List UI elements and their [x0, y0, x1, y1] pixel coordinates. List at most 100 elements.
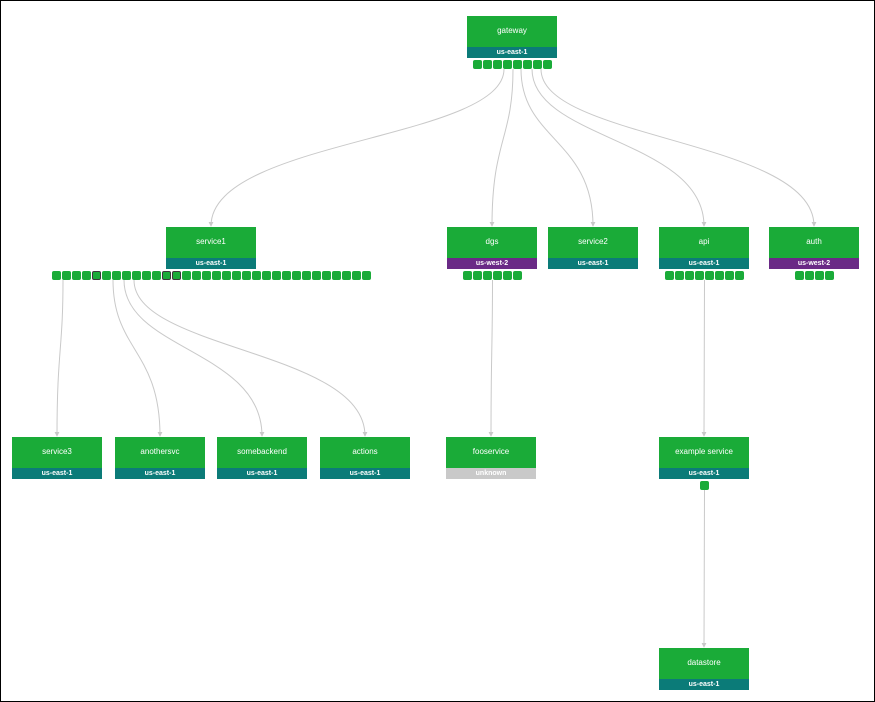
instance-square[interactable] [665, 271, 674, 280]
instance-square[interactable] [685, 271, 694, 280]
instance-square[interactable] [152, 271, 161, 280]
instance-square[interactable] [332, 271, 341, 280]
instance-row-gateway [473, 60, 552, 69]
region-badge: us-east-1 [12, 468, 102, 479]
instance-square[interactable] [795, 271, 804, 280]
edge-service1-to-anothersvc [112, 279, 163, 437]
instance-square[interactable] [352, 271, 361, 280]
instance-square[interactable] [242, 271, 251, 280]
instance-square[interactable] [82, 271, 91, 280]
instance-square[interactable] [483, 60, 492, 69]
instance-square[interactable] [493, 271, 502, 280]
region-badge: us-east-1 [659, 258, 749, 269]
instance-row-service1 [52, 271, 371, 280]
instance-square[interactable] [212, 271, 221, 280]
instance-square[interactable] [700, 481, 709, 490]
instance-square[interactable] [675, 271, 684, 280]
instance-square[interactable] [202, 271, 211, 280]
instance-square[interactable] [102, 271, 111, 280]
instance-square[interactable] [503, 271, 512, 280]
edge-gateway-to-auth [540, 68, 817, 227]
service-node-label: auth [769, 227, 859, 258]
instance-row-dgs [463, 271, 522, 280]
instance-square[interactable] [182, 271, 191, 280]
edge-dgs-to-fooservice [488, 279, 494, 437]
instance-row-auth [795, 271, 834, 280]
instance-square[interactable] [362, 271, 371, 280]
edge-gateway-to-dgs [489, 68, 514, 227]
instance-square[interactable] [493, 60, 502, 69]
region-badge: us-east-1 [467, 47, 557, 58]
instance-square[interactable] [735, 271, 744, 280]
instance-square[interactable] [142, 271, 151, 280]
region-badge: us-east-1 [166, 258, 256, 269]
instance-square[interactable] [252, 271, 261, 280]
service-node-label: example service [659, 437, 749, 468]
instance-square[interactable] [302, 271, 311, 280]
instance-square[interactable] [292, 271, 301, 280]
instance-square[interactable] [543, 60, 552, 69]
instance-square[interactable] [52, 271, 61, 280]
instance-square[interactable] [715, 271, 724, 280]
instance-square[interactable] [172, 271, 181, 280]
instance-square[interactable] [483, 271, 492, 280]
instance-square[interactable] [92, 271, 101, 280]
instance-square[interactable] [272, 271, 281, 280]
instance-square[interactable] [312, 271, 321, 280]
instance-row-api [665, 271, 744, 280]
instance-square[interactable] [473, 271, 482, 280]
instance-square[interactable] [222, 271, 231, 280]
instance-square[interactable] [805, 271, 814, 280]
instance-square[interactable] [695, 271, 704, 280]
edge-gateway-to-service2 [520, 68, 596, 227]
instance-square[interactable] [72, 271, 81, 280]
instance-square[interactable] [322, 271, 331, 280]
instance-square[interactable] [132, 271, 141, 280]
instance-square[interactable] [62, 271, 71, 280]
instance-square[interactable] [162, 271, 171, 280]
region-badge: us-west-2 [769, 258, 859, 269]
instance-square[interactable] [523, 60, 532, 69]
instance-square[interactable] [725, 271, 734, 280]
region-badge: us-west-2 [447, 258, 537, 269]
instance-square[interactable] [262, 271, 271, 280]
edge-service1-to-somebackend [123, 279, 265, 437]
instance-square[interactable] [282, 271, 291, 280]
region-badge: us-east-1 [659, 468, 749, 479]
instance-square[interactable] [473, 60, 482, 69]
instance-square[interactable] [503, 60, 512, 69]
instance-square[interactable] [192, 271, 201, 280]
instance-square[interactable] [533, 60, 542, 69]
instance-square[interactable] [513, 60, 522, 69]
instance-square[interactable] [815, 271, 824, 280]
instance-square[interactable] [705, 271, 714, 280]
service-node-label: dgs [447, 227, 537, 258]
edge-gateway-to-api [531, 68, 707, 227]
instance-square[interactable] [122, 271, 131, 280]
region-badge: us-east-1 [217, 468, 307, 479]
service-node-label: actions [320, 437, 410, 468]
instance-square[interactable] [513, 271, 522, 280]
edge-gateway-to-service1 [208, 68, 505, 227]
instance-square[interactable] [342, 271, 351, 280]
instance-square[interactable] [463, 271, 472, 280]
instance-square[interactable] [112, 271, 121, 280]
region-badge: unknown [446, 468, 536, 479]
service-node-label: api [659, 227, 749, 258]
instance-square[interactable] [825, 271, 834, 280]
instance-square[interactable] [232, 271, 241, 280]
